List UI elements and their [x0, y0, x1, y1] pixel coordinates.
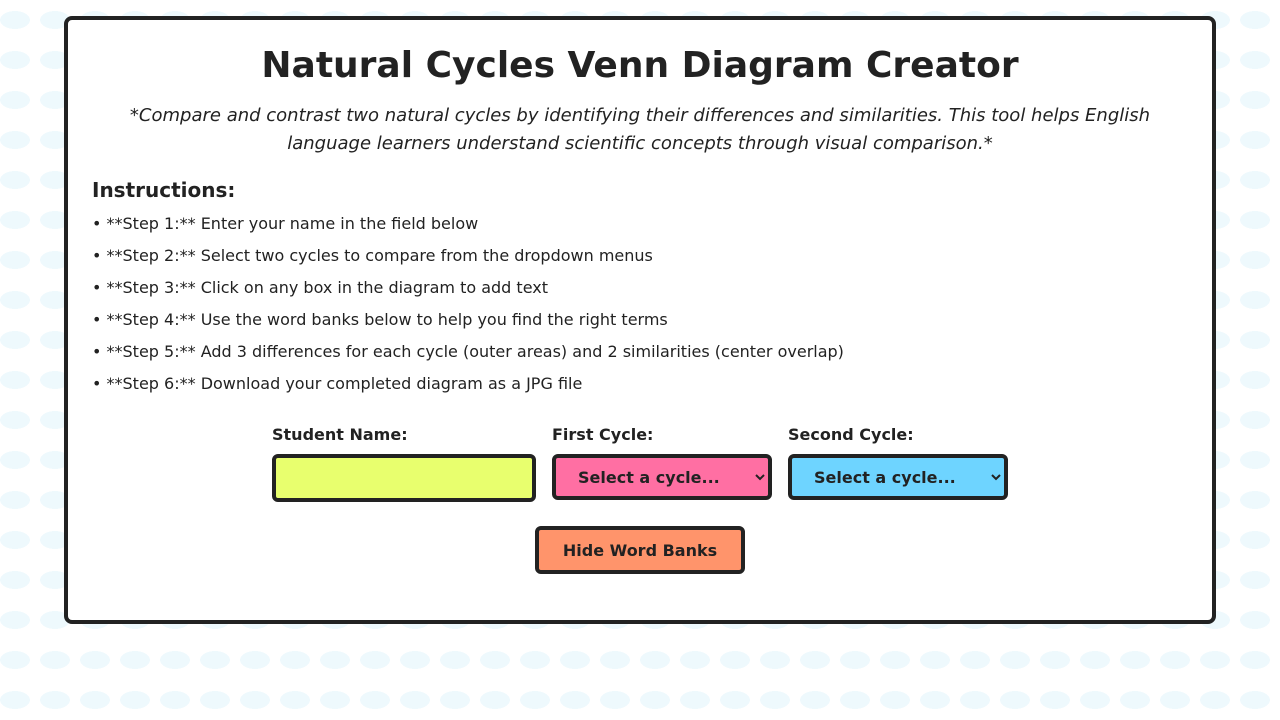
- instructions-heading: Instructions:: [92, 178, 236, 202]
- instructions-list: • **Step 1:** Enter your name in the fie…: [92, 214, 844, 406]
- first-cycle-select[interactable]: Select a cycle...: [552, 454, 772, 500]
- hide-word-banks-button[interactable]: Hide Word Banks: [535, 526, 745, 574]
- student-name-label: Student Name:: [272, 425, 408, 444]
- page-title: Natural Cycles Venn Diagram Creator: [261, 45, 1019, 86]
- instruction-step-1: • **Step 1:** Enter your name in the fie…: [92, 214, 479, 233]
- student-name-input[interactable]: [272, 454, 536, 502]
- first-cycle-label: First Cycle:: [552, 425, 654, 444]
- instruction-step-4: • **Step 4:** Use the word banks below t…: [92, 310, 668, 329]
- page-subtitle: *Compare and contrast two natural cycles…: [129, 105, 1151, 154]
- second-cycle-label: Second Cycle:: [788, 425, 914, 444]
- main-card: Natural Cycles Venn Diagram Creator *Com…: [64, 16, 1216, 624]
- instruction-step-6: • **Step 6:** Download your completed di…: [92, 374, 583, 393]
- instruction-step-5: • **Step 5:** Add 3 differences for each…: [92, 342, 844, 361]
- instruction-step-2: • **Step 2:** Select two cycles to compa…: [92, 246, 653, 265]
- second-cycle-select[interactable]: Select a cycle...: [788, 454, 1008, 500]
- instruction-step-3: • **Step 3:** Click on any box in the di…: [92, 278, 548, 297]
